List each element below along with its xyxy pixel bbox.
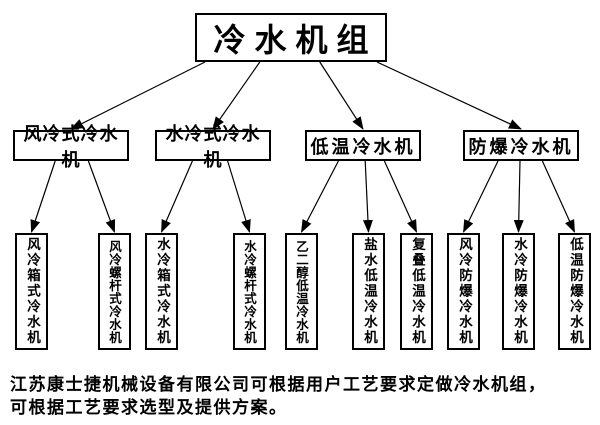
- edge-lowtemp-to-glycol: [300, 160, 339, 233]
- footer-note: 江苏康士捷机械设备有限公司可根据用户工艺要求定做冷水机组， 可根据工艺要求选型及…: [10, 374, 596, 420]
- node-low-temp-explosion-proof-chiller: 低温防爆冷水机: [558, 233, 591, 350]
- node-chiller-unit-root: 冷水机组: [195, 13, 387, 62]
- edge-exproof-to-lowtemp-ex: [541, 160, 576, 233]
- node-air-cooled-screw-chiller: 风冷螺杆式冷水机: [98, 233, 131, 350]
- edge-exproof-to-air-ex: [462, 160, 499, 233]
- edge-exproof-to-water-ex: [513, 160, 524, 233]
- edge-water-to-water-box: [160, 160, 193, 233]
- node-cascade-low-temp-chiller: 复叠低温冷水机: [400, 233, 433, 350]
- footer-note-line-2: 可根据工艺要求选型及提供方案。: [10, 398, 288, 418]
- node-air-cooled-chiller: 风冷式冷水机: [13, 124, 129, 171]
- node-water-cooled-chiller: 水冷式冷水机: [155, 124, 271, 171]
- node-air-cooled-box-chiller: 风冷箱式冷水机: [15, 233, 48, 350]
- edge-root-to-exproof: [376, 61, 522, 130]
- node-brine-low-temp-chiller: 盐水低温冷水机: [352, 233, 385, 350]
- node-water-cooled-screw-chiller: 水冷螺杆式冷水机: [233, 233, 266, 350]
- node-water-cooled-explosion-proof-chiller: 水冷防爆冷水机: [502, 233, 535, 350]
- footer-note-line-1: 江苏康士捷机械设备有限公司可根据用户工艺要求定做冷水机组，: [10, 375, 547, 395]
- edge-air-to-air-screw: [87, 160, 116, 233]
- node-glycol-low-temp-chiller: 乙二醇低温冷水机: [285, 233, 318, 350]
- edge-root-to-lowtemp: [319, 61, 364, 130]
- edge-lowtemp-to-brine: [362, 160, 373, 233]
- node-water-cooled-box-chiller: 水冷箱式冷水机: [145, 233, 178, 350]
- edge-air-to-air-box: [30, 160, 56, 233]
- node-low-temp-chiller: 低温冷水机: [305, 130, 421, 161]
- node-air-cooled-explosion-proof-chiller: 风冷防爆冷水机: [447, 233, 480, 350]
- edge-lowtemp-to-cascade: [383, 160, 418, 233]
- edge-water-to-water-screw: [227, 160, 251, 233]
- node-explosion-proof-chiller: 防爆冷水机: [463, 130, 579, 161]
